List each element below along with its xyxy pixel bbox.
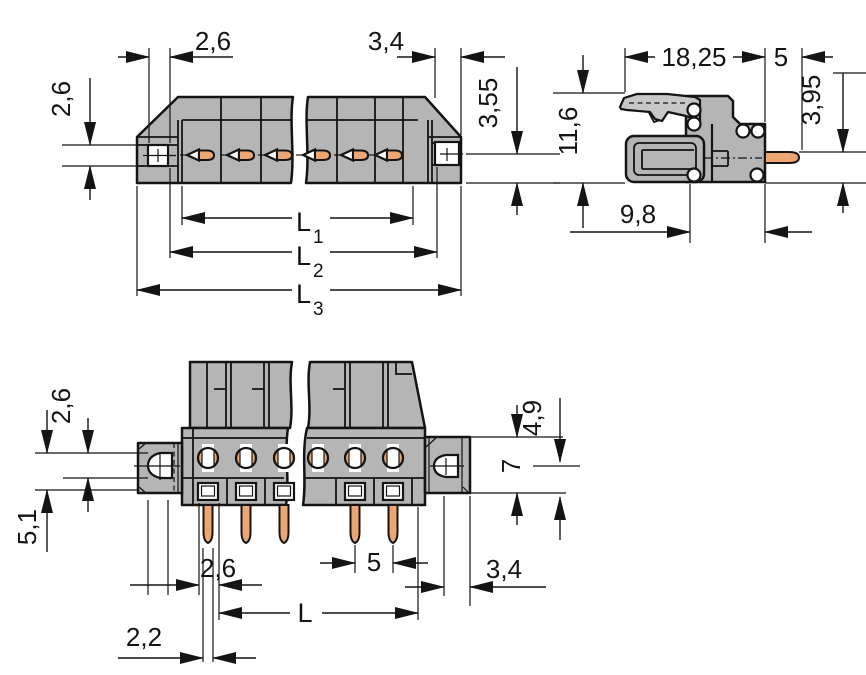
dim-label-l2: L — [296, 241, 311, 271]
side-rivet-3 — [735, 123, 751, 139]
dim-label-395: 3,95 — [796, 75, 826, 126]
contact-hole-3 — [272, 444, 296, 472]
front-flange-right — [433, 140, 463, 167]
dim-label-l2-sub: 2 — [313, 261, 324, 282]
dim-label-7: 7 — [496, 459, 526, 473]
dim-label-22: 2,2 — [126, 622, 162, 652]
front-hole-left-crosshair — [143, 149, 176, 162]
bottom-contact-holes — [196, 444, 405, 472]
front-body-left-piece — [135, 95, 295, 185]
dim-label-l3-sub: 3 — [313, 299, 324, 320]
dim-label-l1-sub: 1 — [313, 227, 324, 248]
bottom-connector-body — [134, 360, 472, 545]
dim-label-355-right: 3,55 — [473, 78, 503, 129]
dim-label-26-top: 2,6 — [195, 26, 231, 56]
bottom-view: 2,6 5,1 7 4,9 2,6 5 3,4 — [12, 360, 580, 664]
side-dimensions: 18,25 5 11,6 3,95 9,8 — [553, 42, 866, 243]
bottom-band-internal — [182, 428, 425, 505]
side-rivet-2 — [686, 116, 702, 132]
dim-label-26-bottom: 2,6 — [200, 553, 236, 583]
bottom-solder-pins — [202, 504, 399, 545]
bottom-pin-windows — [196, 481, 405, 502]
front-hole-right-crosshair — [440, 148, 463, 161]
dim-label-l3: L — [296, 279, 311, 309]
side-connector-body — [618, 92, 801, 184]
front-flange-left — [143, 143, 176, 168]
side-view: 18,25 5 11,6 3,95 9,8 — [553, 42, 866, 243]
contact-hole-1 — [196, 444, 220, 472]
side-wire-chamber-detail — [641, 149, 694, 170]
solder-pin-5 — [387, 504, 399, 545]
dim-label-5-side: 5 — [774, 42, 788, 72]
dim-label-26-left: 2,6 — [46, 81, 76, 117]
contact-hole-5 — [343, 444, 367, 472]
dim-label-49: 4,9 — [517, 400, 547, 436]
solder-pin-4 — [349, 504, 361, 545]
front-contacts — [180, 147, 404, 163]
side-rivet-1 — [686, 102, 702, 118]
contact-hole-4 — [306, 444, 330, 472]
side-rivet-6 — [749, 167, 765, 183]
flange-right-crosshair — [430, 458, 464, 475]
solder-pin-3 — [278, 504, 290, 545]
pin-window-2 — [234, 481, 258, 502]
flange-left-detail — [138, 442, 179, 494]
contact-hole-6 — [381, 444, 405, 472]
dim-label-5-pitch: 5 — [367, 547, 381, 577]
front-body-right-piece — [304, 95, 463, 185]
dim-label-l: L — [297, 598, 312, 628]
dim-label-26-bottomleft: 2,6 — [46, 388, 76, 424]
side-wire-chamber-outer — [624, 134, 706, 184]
dim-label-34-top: 3,4 — [368, 26, 404, 56]
dim-label-34-bottom: 3,4 — [486, 554, 522, 584]
bottom-rear-block-left — [188, 360, 294, 430]
side-wire-chamber-inner — [633, 142, 697, 176]
flange-right-detail — [425, 437, 470, 494]
front-dimensions: 2,6 3,4 2,6 3,55 L 1 L 2 — [46, 26, 560, 320]
contact-3 — [258, 147, 294, 163]
bottom-flange-right — [423, 435, 472, 495]
side-solder-pin — [764, 151, 801, 164]
bottom-dimensions: 2,6 5,1 7 4,9 2,6 5 3,4 — [12, 388, 580, 664]
solder-pin-1 — [202, 504, 214, 545]
solder-pin-2 — [240, 504, 252, 545]
pin-window-3 — [272, 481, 296, 502]
pin-window-4 — [343, 481, 367, 502]
pin-window-1 — [196, 481, 220, 502]
contact-1 — [180, 147, 216, 163]
contact-hole-2 — [234, 444, 258, 472]
side-rivet-4 — [750, 123, 766, 139]
contact-4 — [296, 147, 332, 163]
dim-label-1825: 18,25 — [661, 42, 726, 72]
bottom-rear-block-right — [306, 360, 427, 430]
locking-lever — [618, 92, 702, 123]
flange-left-crosshair — [134, 452, 180, 480]
locking-lever-hook — [647, 110, 661, 124]
contact-6 — [368, 147, 404, 163]
contact-2 — [220, 147, 256, 163]
dim-label-51: 5,1 — [12, 509, 42, 545]
front-view: 2,6 3,4 2,6 3,55 L 1 L 2 — [46, 26, 560, 320]
bottom-rear-internal — [206, 362, 412, 428]
front-connector-body — [135, 95, 463, 185]
dim-label-l1: L — [296, 207, 311, 237]
pin-window-5 — [381, 481, 405, 502]
bottom-flange-left — [134, 441, 184, 495]
dim-label-98: 9,8 — [620, 199, 656, 229]
dim-label-116: 11,6 — [553, 107, 583, 156]
side-rivet-5 — [686, 167, 702, 183]
